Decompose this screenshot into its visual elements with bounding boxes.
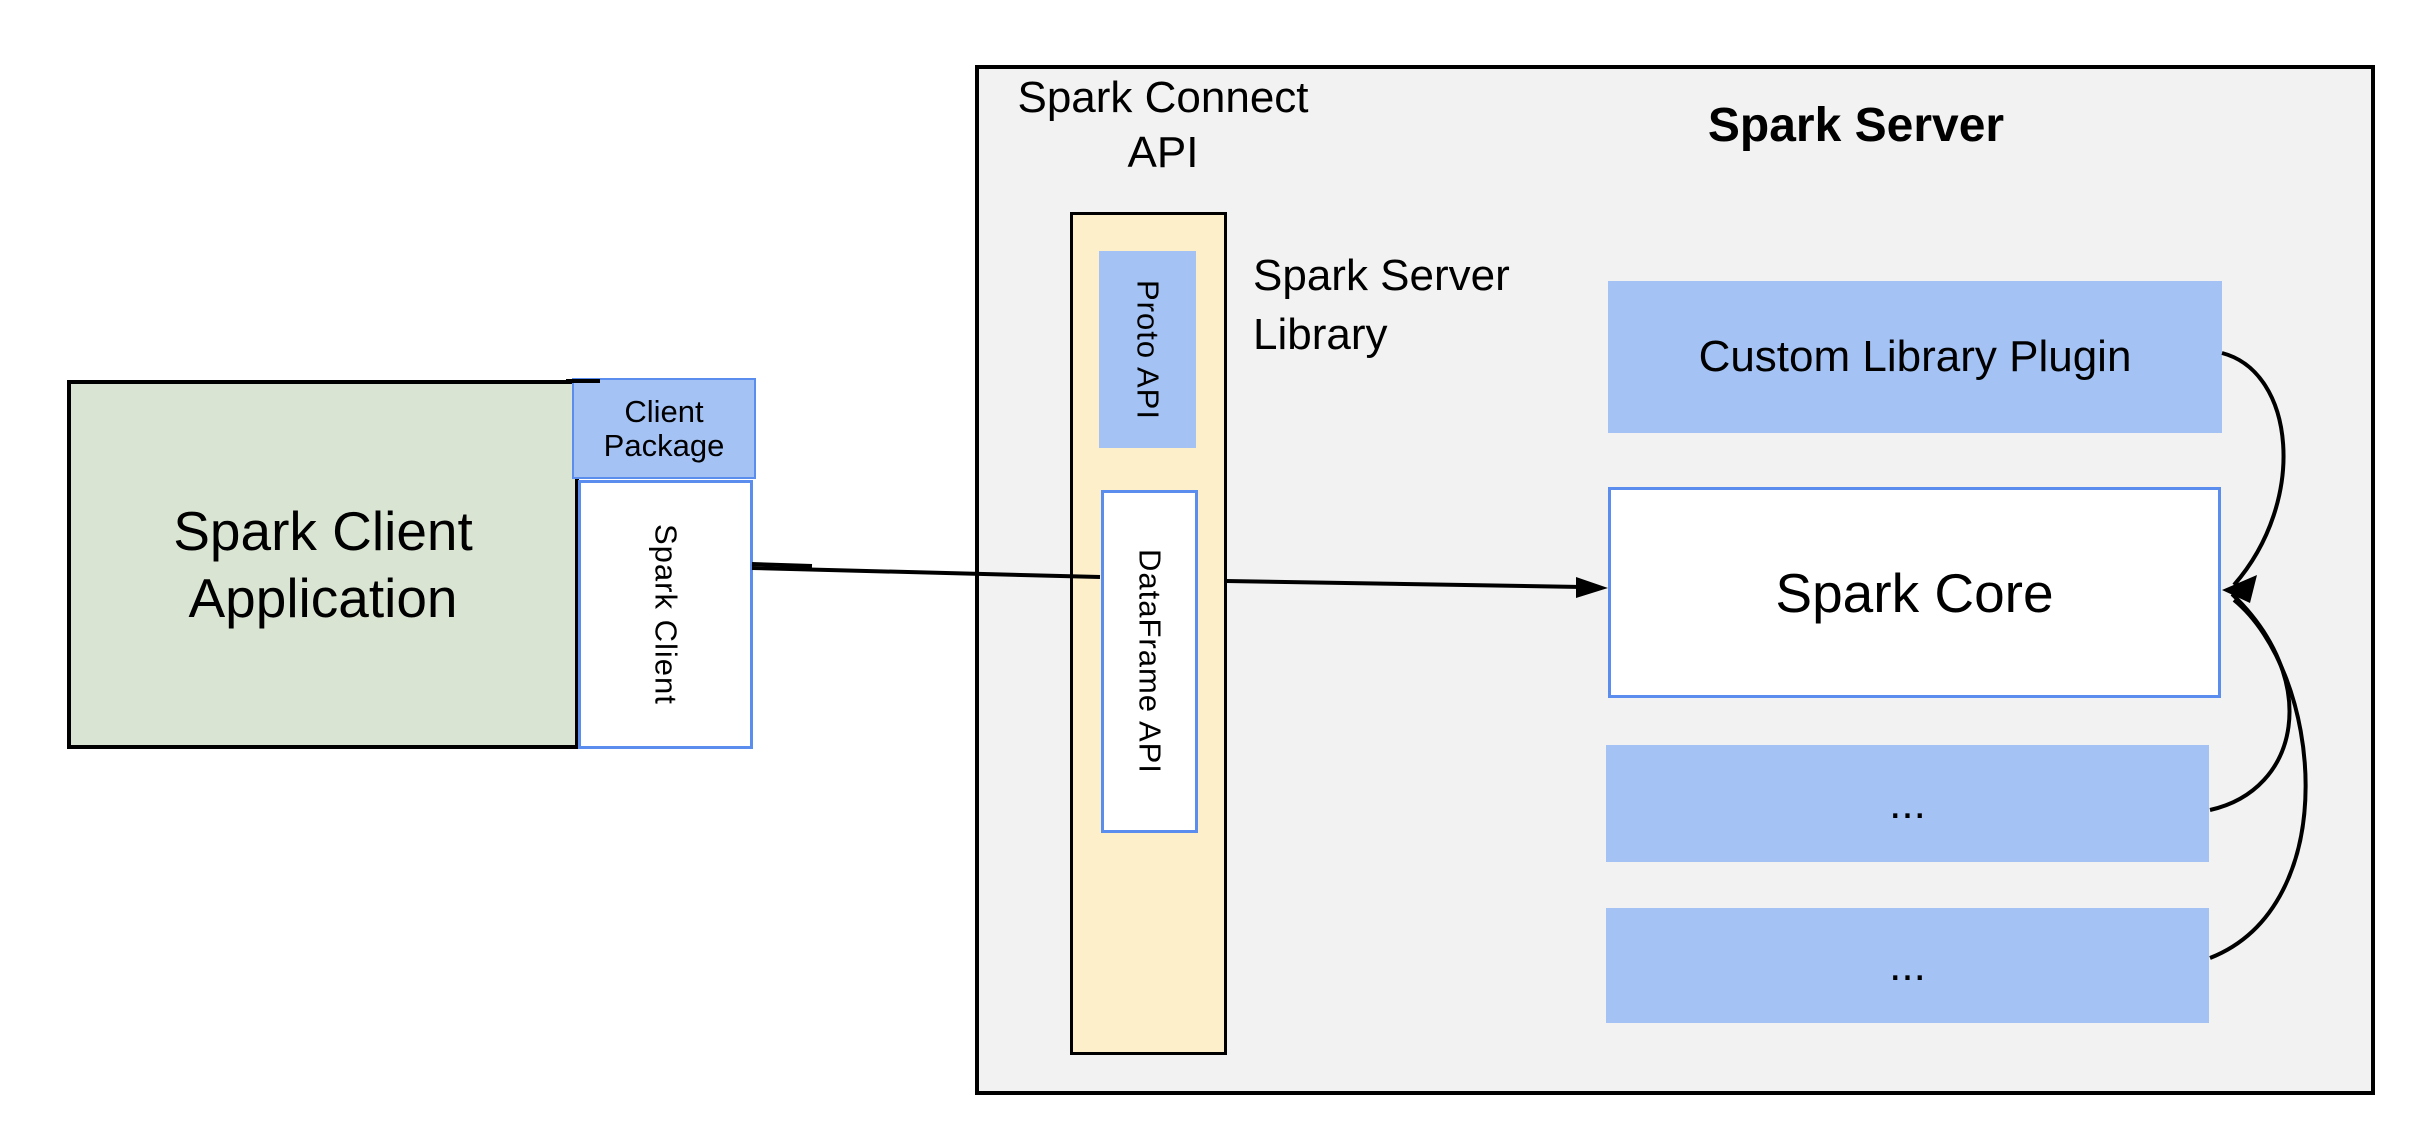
spark-connect-api-title: Spark Connect API	[1013, 70, 1313, 180]
spark-core-label: Spark Core	[1775, 561, 2054, 624]
plugin-placeholder-box-2: ...	[1606, 908, 2209, 1023]
client-package-box: Client Package	[572, 378, 756, 479]
spark-connect-api-title-line1: Spark Connect	[1017, 73, 1309, 122]
proto-api-label: Proto API	[1130, 279, 1166, 420]
spark-core-box: Spark Core	[1608, 487, 2221, 698]
spark-client-label: Spark Client	[648, 524, 684, 705]
arrow-start-artifact	[751, 562, 813, 568]
plugin-placeholder-box-1: ...	[1606, 745, 2209, 862]
custom-library-plugin-box: Custom Library Plugin	[1608, 281, 2222, 433]
plugin-placeholder-1-label: ...	[1889, 778, 1926, 828]
spark-server-library-label-line1: Spark Server	[1253, 251, 1510, 300]
dataframe-api-label: DataFrame API	[1132, 549, 1168, 774]
spark-server-library-label: Spark Server Library	[1253, 246, 1510, 364]
client-package-label: Client Package	[603, 393, 725, 463]
plugin-placeholder-2-label: ...	[1889, 940, 1926, 990]
spark-client-application-box: Spark Client Application	[67, 380, 579, 749]
spark-server-title: Spark Server	[1707, 99, 2005, 152]
spark-client-application-label: Spark Client Application	[173, 499, 473, 629]
dataframe-api-box: DataFrame API	[1101, 490, 1198, 833]
proto-api-box: Proto API	[1099, 251, 1196, 448]
spark-connect-api-title-line2: API	[1127, 128, 1199, 177]
spark-server-library-label-line2: Library	[1253, 310, 1388, 359]
spark-client-box: Spark Client	[578, 480, 753, 749]
custom-library-plugin-label: Custom Library Plugin	[1698, 332, 2132, 381]
